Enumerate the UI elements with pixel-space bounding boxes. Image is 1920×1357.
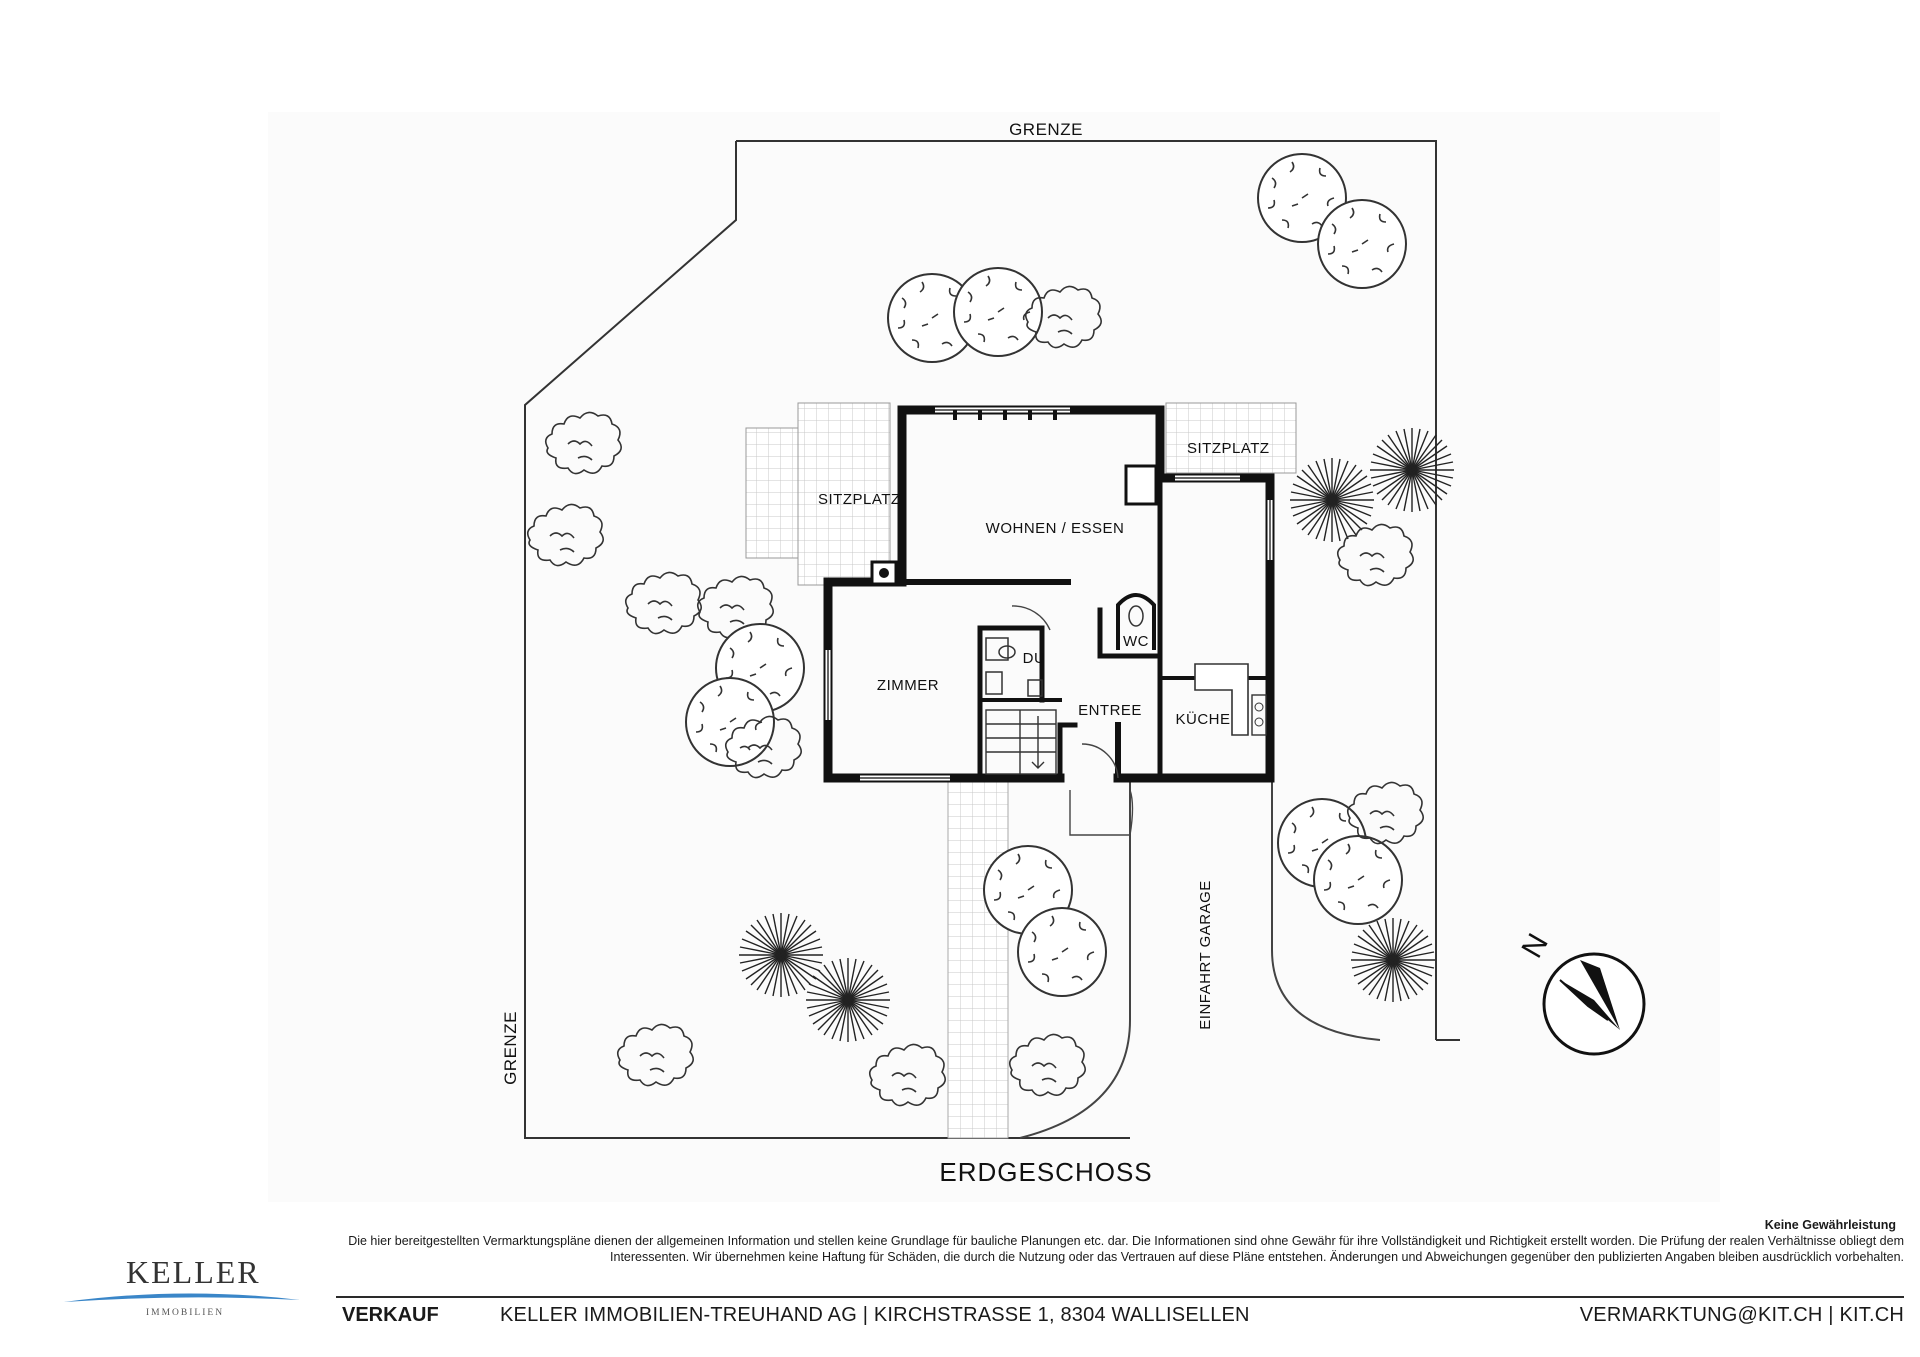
footer-divider: [336, 1296, 1904, 1298]
room-zimmer: ZIMMER: [877, 677, 939, 694]
palm-icon: [805, 957, 891, 1043]
room-wohnen-essen: WOHNEN / ESSEN: [986, 520, 1125, 537]
tree-icon: [953, 267, 1043, 357]
walkway: [947, 781, 1009, 1139]
palm-icon: [1350, 917, 1436, 1003]
tree-icon: [1313, 835, 1403, 925]
disclaimer-text: Die hier bereitgestellten Vermarktungspl…: [348, 1234, 1904, 1264]
plan-title: ERDGESCHOSS: [939, 1157, 1152, 1187]
tree-icon: [1017, 907, 1107, 997]
room-du: DU: [1023, 650, 1046, 667]
room-sitzplatz-right: SITZPLATZ: [1187, 440, 1270, 457]
boundary-top-label: GRENZE: [1009, 120, 1083, 139]
palm-icon: [1369, 427, 1455, 513]
logo-wordmark: KELLER: [126, 1254, 261, 1290]
terrace-right: [1165, 402, 1297, 474]
terrace-left: [797, 402, 891, 586]
terrace-left-outer: [745, 427, 803, 559]
boundary-left-label: GRENZE: [501, 1011, 520, 1085]
room-wc: WC: [1123, 633, 1149, 650]
room-sitzplatz-left: SITZPLATZ: [818, 491, 901, 508]
footer-label: VERKAUF: [342, 1304, 439, 1326]
logo-subtitle: IMMOBILIEN: [146, 1308, 225, 1318]
room-entree: ENTREE: [1078, 702, 1142, 719]
footer-company: KELLER IMMOBILIEN-TREUHAND AG | KIRCHSTR…: [500, 1304, 1250, 1326]
logo-swoosh-icon: [64, 1293, 300, 1302]
tree-icon: [1317, 199, 1407, 289]
driveway-label: EINFAHRT GARAGE: [1197, 880, 1214, 1029]
floor-plan: GRENZE GRENZE EINFAHRT GARAGE SITZPLATZ …: [501, 120, 1646, 1187]
compass-icon: [1542, 952, 1646, 1056]
disclaimer-title: Keine Gewährleistung: [1764, 1218, 1896, 1232]
room-kueche: KÜCHE: [1175, 710, 1230, 728]
footer-contact: VERMARKTUNG@KIT.CH | KIT.CH: [1579, 1304, 1904, 1326]
